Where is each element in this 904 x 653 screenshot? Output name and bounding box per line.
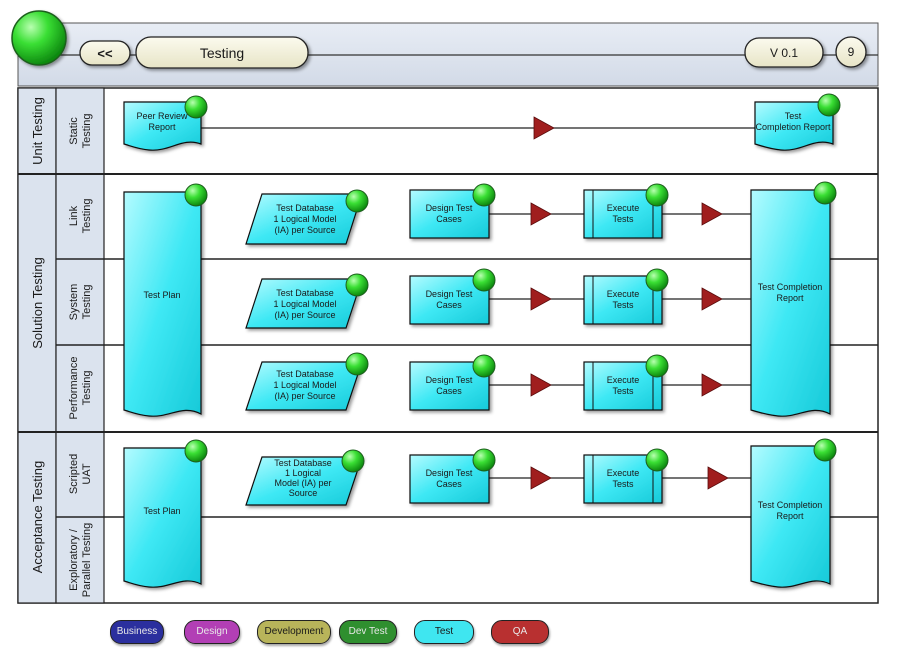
- status-dot-icon: [184, 183, 208, 207]
- legend-development[interactable]: Development: [257, 620, 331, 644]
- sublane-system-testing: SystemTesting: [68, 284, 93, 321]
- legend-label: Development: [264, 626, 324, 637]
- version-text: V 0.1: [770, 46, 798, 60]
- test-plan-solution: Test Plan: [123, 183, 208, 417]
- page-number-badge: 9: [835, 36, 867, 68]
- legend-business[interactable]: Business: [110, 620, 164, 644]
- legend-label: Test: [434, 626, 454, 637]
- status-dot-icon: [345, 352, 369, 376]
- back-label: <<: [97, 46, 113, 61]
- sublane-scripted-uat: ScriptedUAT: [68, 454, 93, 494]
- page-title: Testing: [135, 36, 309, 69]
- svg-text:Test Plan: Test Plan: [143, 290, 180, 300]
- test-plan-acceptance: Test Plan: [123, 439, 208, 588]
- status-dot-icon: [645, 268, 669, 292]
- back-button[interactable]: <<: [79, 40, 131, 66]
- legend-label: QA: [512, 626, 528, 637]
- status-dot-icon: [817, 93, 841, 117]
- status-dot-icon: [472, 448, 496, 472]
- legend-design[interactable]: Design: [184, 620, 240, 644]
- lane-unit-testing: Unit Testing: [30, 97, 45, 165]
- status-dot-icon: [472, 183, 496, 207]
- legend-test[interactable]: Test: [414, 620, 474, 644]
- svg-text:Test Plan: Test Plan: [143, 506, 180, 516]
- status-dot-icon: [472, 354, 496, 378]
- legend-label: Business: [116, 626, 158, 637]
- lane-solution-testing: Solution Testing: [30, 257, 45, 349]
- sublane-link-testing: LinkTesting: [68, 199, 93, 234]
- sublane-exploratory-parallel-testing: Exploratory /Parallel Testing: [68, 523, 93, 597]
- status-dot-icon: [345, 273, 369, 297]
- status-dot-icon: [813, 438, 837, 462]
- status-dot-icon: [813, 181, 837, 205]
- legend-qa[interactable]: QA: [491, 620, 549, 644]
- status-dot-icon: [645, 448, 669, 472]
- status-light-icon: [11, 10, 67, 66]
- legend: Business Design Development Dev Test Tes…: [0, 620, 904, 646]
- page-number-text: 9: [848, 45, 855, 59]
- status-dot-icon: [345, 189, 369, 213]
- status-dot-icon: [645, 354, 669, 378]
- legend-label: Dev Test: [348, 626, 388, 637]
- status-dot-icon: [184, 95, 208, 119]
- status-dot-icon: [645, 183, 669, 207]
- status-dot-icon: [184, 439, 208, 463]
- lane-acceptance-testing: Acceptance Testing: [30, 461, 45, 574]
- legend-label: Design: [196, 626, 228, 637]
- status-dot-icon: [472, 268, 496, 292]
- status-dot-icon: [341, 449, 365, 473]
- version-badge: V 0.1: [744, 37, 824, 68]
- page-title-text: Testing: [200, 45, 244, 61]
- sublane-performance-testing: PerformanceTesting: [68, 357, 93, 420]
- legend-dev-test[interactable]: Dev Test: [339, 620, 397, 644]
- sublane-static-testing: StaticTesting: [68, 114, 93, 149]
